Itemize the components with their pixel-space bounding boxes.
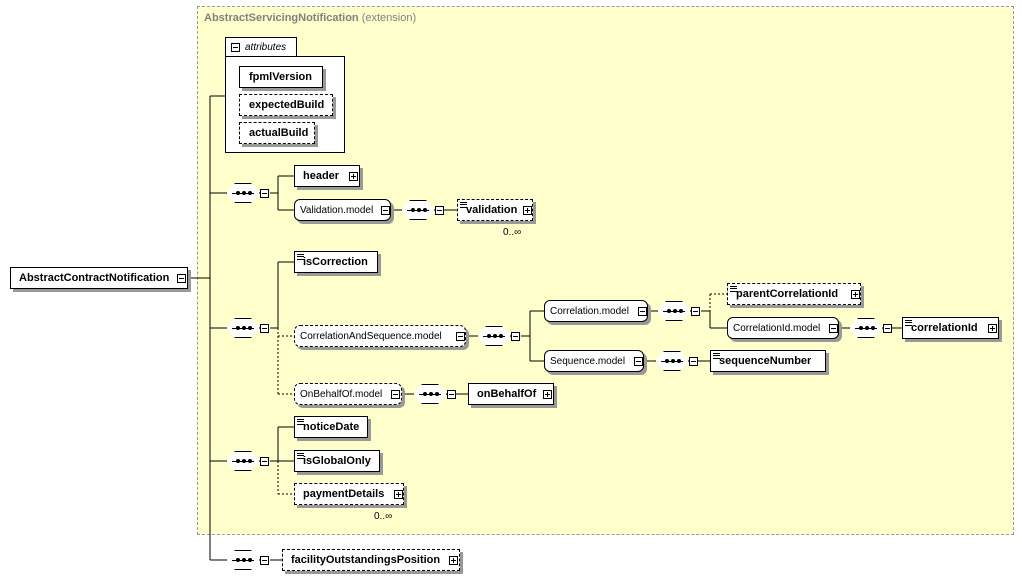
group-onbehalfof-model[interactable]: OnBehalfOf.model [294, 383, 402, 405]
collapse-validation-model-icon[interactable] [381, 206, 390, 215]
sequence-compositor-4 [226, 550, 260, 570]
group-correlation-and-sequence-model[interactable]: CorrelationAndSequence.model [294, 325, 466, 347]
attributes-tab [225, 37, 297, 57]
collapse-corrseq-model-icon[interactable] [456, 332, 465, 341]
paymentdetails-occurrence: 0..∞ [374, 511, 393, 522]
collapse-onbehalfof-model-icon[interactable] [391, 390, 400, 399]
element-onbehalfof[interactable]: onBehalfOf [468, 383, 554, 405]
collapse-correlation-model-icon[interactable] [638, 307, 647, 316]
sequence-compositor-3 [226, 451, 260, 471]
expand-paymentdetails-icon[interactable] [394, 490, 403, 499]
collapse-validation-seq-icon[interactable] [435, 206, 444, 215]
sequence-compositor-validation [401, 200, 435, 220]
sequence-compositor-correlation [657, 301, 691, 321]
root-element[interactable]: AbstractContractNotification [10, 267, 188, 289]
expand-correlationid-icon[interactable] [988, 324, 997, 333]
element-isglobalonly[interactable]: isGlobalOnly [294, 450, 380, 472]
collapse-sequence-2-icon[interactable] [260, 324, 269, 333]
element-correlationid[interactable]: correlationId [902, 317, 999, 339]
expand-onbehalfof-icon[interactable] [543, 390, 552, 399]
collapse-attributes-icon[interactable] [231, 43, 240, 52]
sequence-compositor-correlationid [849, 318, 883, 338]
collapse-sequence-seq-icon[interactable] [689, 357, 698, 366]
element-sequencenumber[interactable]: sequenceNumber [710, 350, 826, 372]
attributes-label: attributes [245, 42, 287, 53]
sequence-compositor-1 [226, 183, 260, 203]
element-header[interactable]: header [294, 165, 360, 187]
attribute-fpmlversion[interactable]: fpmlVersion [239, 66, 323, 88]
group-correlationid-model[interactable]: CorrelationId.model [727, 317, 839, 339]
group-correlation-model[interactable]: Correlation.model [544, 300, 648, 322]
sequence-compositor-2 [226, 318, 260, 338]
group-validation-model[interactable]: Validation.model [294, 199, 391, 221]
collapse-sequence-model-icon[interactable] [634, 357, 643, 366]
expand-validation-icon[interactable] [523, 206, 532, 215]
extension-title: AbstractServicingNotification (extension… [204, 12, 417, 24]
element-paymentdetails[interactable]: paymentDetails [294, 483, 404, 505]
collapse-root-icon[interactable] [177, 274, 186, 283]
collapse-correlation-seq-icon[interactable] [691, 307, 700, 316]
collapse-sequence-1-icon[interactable] [260, 189, 269, 198]
element-facilityoutstandingsposition[interactable]: facilityOutstandingsPosition [282, 549, 460, 571]
element-iscorrection[interactable]: isCorrection [294, 251, 378, 273]
element-noticedate[interactable]: noticeDate [294, 416, 368, 438]
expand-header-icon[interactable] [349, 172, 358, 181]
collapse-corrseq-seq-icon[interactable] [511, 332, 520, 341]
collapse-correlationid-seq-icon[interactable] [883, 324, 892, 333]
attribute-actualbuild[interactable]: actualBuild [239, 122, 315, 144]
element-parentcorrelationid[interactable]: parentCorrelationId [727, 283, 861, 305]
attribute-expectedbuild[interactable]: expectedBuild [239, 94, 333, 116]
sequence-compositor-corrseq [477, 326, 511, 346]
sequence-compositor-sequence [655, 351, 689, 371]
validation-occurrence: 0..∞ [503, 227, 522, 238]
expand-parentcorrelationid-icon[interactable] [851, 290, 860, 299]
element-validation[interactable]: validation [457, 199, 533, 221]
group-sequence-model[interactable]: Sequence.model [544, 350, 644, 372]
collapse-correlationid-model-icon[interactable] [829, 324, 838, 333]
collapse-onbehalfof-seq-icon[interactable] [447, 390, 456, 399]
collapse-sequence-4-icon[interactable] [260, 556, 269, 565]
expand-facilityoutstandingsposition-icon[interactable] [449, 556, 458, 565]
sequence-compositor-onbehalfof [413, 384, 447, 404]
collapse-sequence-3-icon[interactable] [260, 457, 269, 466]
